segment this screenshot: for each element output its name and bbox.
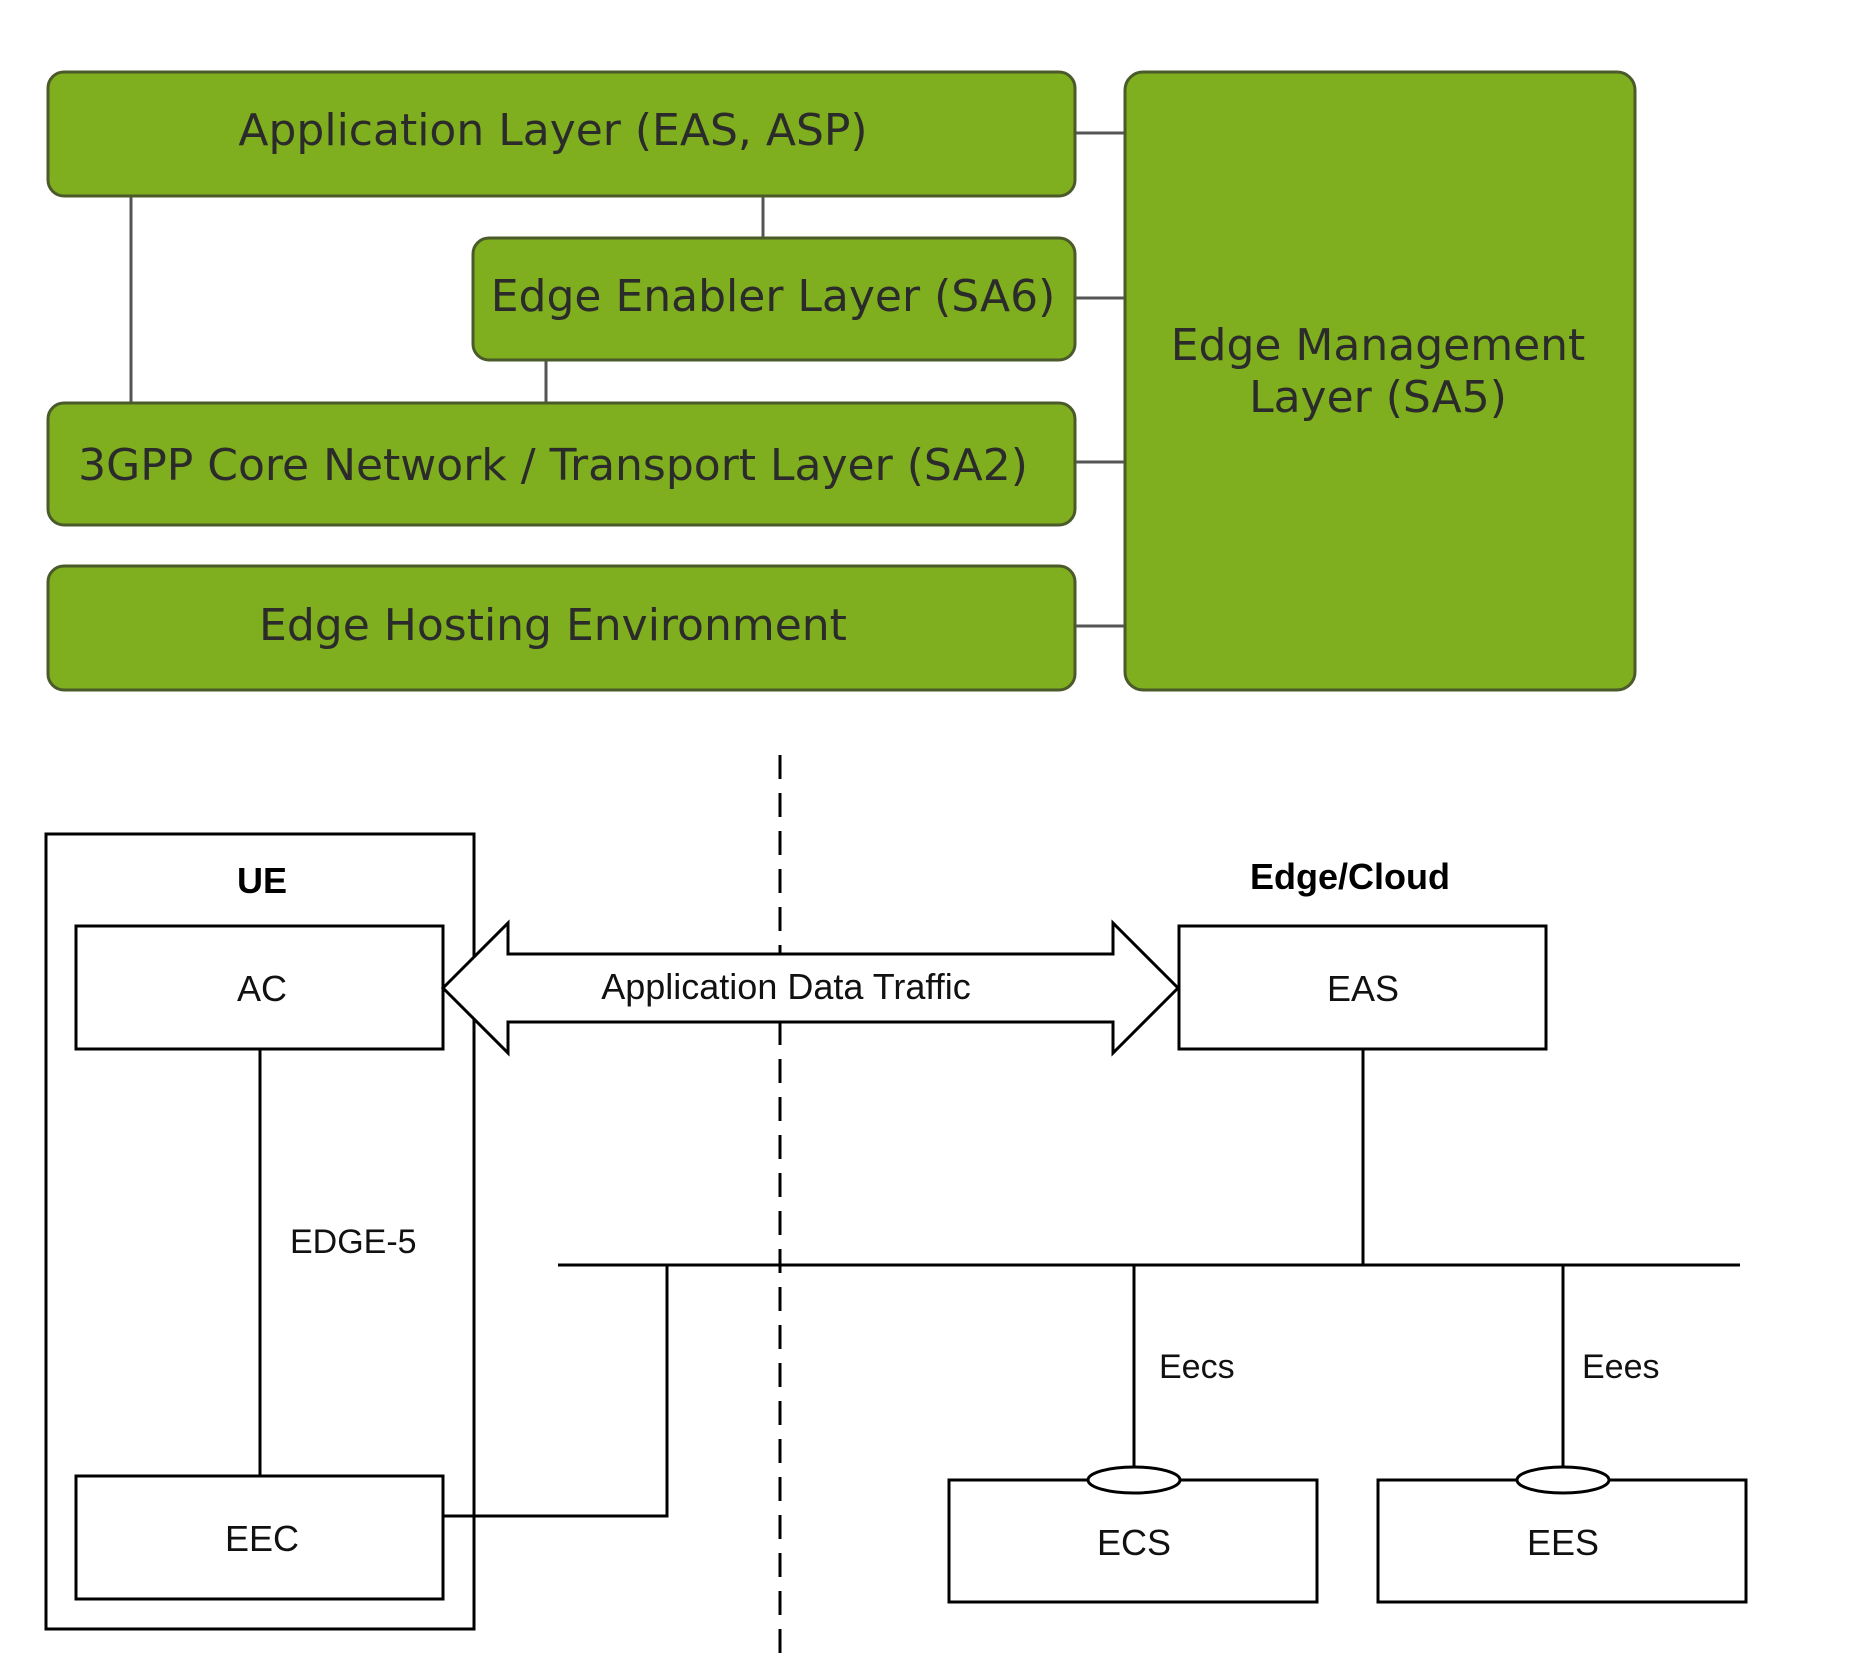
edge-management-layer-box (1123, 70, 1637, 692)
ac-node: AC (74, 924, 445, 1051)
eec-node: EEC (74, 1474, 445, 1601)
eas-node: EAS (1177, 924, 1548, 1051)
ecs-label: ECS (1097, 1522, 1171, 1563)
application-data-traffic-label: Application Data Traffic (601, 966, 971, 1007)
ees-node: EES (1376, 1465, 1748, 1604)
eas-label: EAS (1327, 968, 1399, 1009)
ees-label: EES (1527, 1522, 1599, 1563)
edge-management-layer-label-line2: Layer (SA5) (1249, 372, 1507, 423)
edge-management-layer-label-line1: Edge Management (1171, 320, 1586, 371)
application-layer-box (46, 70, 1077, 198)
eec-to-bus-line (443, 1265, 669, 1518)
edge-hosting-environment-label: Edge Hosting Environment (259, 600, 847, 651)
eecs-interface-ellipse (1086, 1465, 1182, 1495)
core-network-layer-label: 3GPP Core Network / Transport Layer (SA2… (78, 440, 1028, 491)
ac-label: AC (237, 968, 287, 1009)
edge-management-layer: Edge Management Layer (SA5) (1123, 70, 1637, 692)
ecs-node: ECS (947, 1465, 1319, 1604)
core-network-layer: 3GPP Core Network / Transport Layer (SA2… (46, 401, 1077, 527)
ue-title: UE (237, 860, 287, 901)
eec-label: EEC (225, 1518, 299, 1559)
eec-box (74, 1474, 445, 1601)
edge-bus (443, 1049, 1740, 1518)
ue-container: UE (44, 832, 476, 1631)
edge-enabler-layer-label: Edge Enabler Layer (SA6) (491, 271, 1056, 322)
eees-label: Eees (1582, 1348, 1660, 1386)
edge-enabler-layer: Edge Enabler Layer (SA6) (471, 236, 1077, 362)
layer-connectors (129, 131, 1125, 628)
edge-cloud-title: Edge/Cloud (1250, 856, 1450, 897)
application-layer-label: Application Layer (EAS, ASP) (238, 105, 867, 156)
ue-container-box (44, 832, 476, 1631)
ees-box (1376, 1478, 1748, 1604)
core-network-layer-box (46, 401, 1077, 527)
eas-box (1177, 924, 1548, 1051)
application-layer: Application Layer (EAS, ASP) (46, 70, 1077, 198)
eees-interface-ellipse (1515, 1465, 1611, 1495)
edge5-label: EDGE-5 (290, 1223, 417, 1261)
eecs-label: Eecs (1159, 1348, 1235, 1386)
ecs-box (947, 1478, 1319, 1604)
edge-hosting-environment: Edge Hosting Environment (46, 564, 1077, 692)
application-data-traffic-arrow: Application Data Traffic (440, 919, 1181, 1057)
edge-enabler-layer-box (471, 236, 1077, 362)
edge-hosting-environment-box (46, 564, 1077, 692)
